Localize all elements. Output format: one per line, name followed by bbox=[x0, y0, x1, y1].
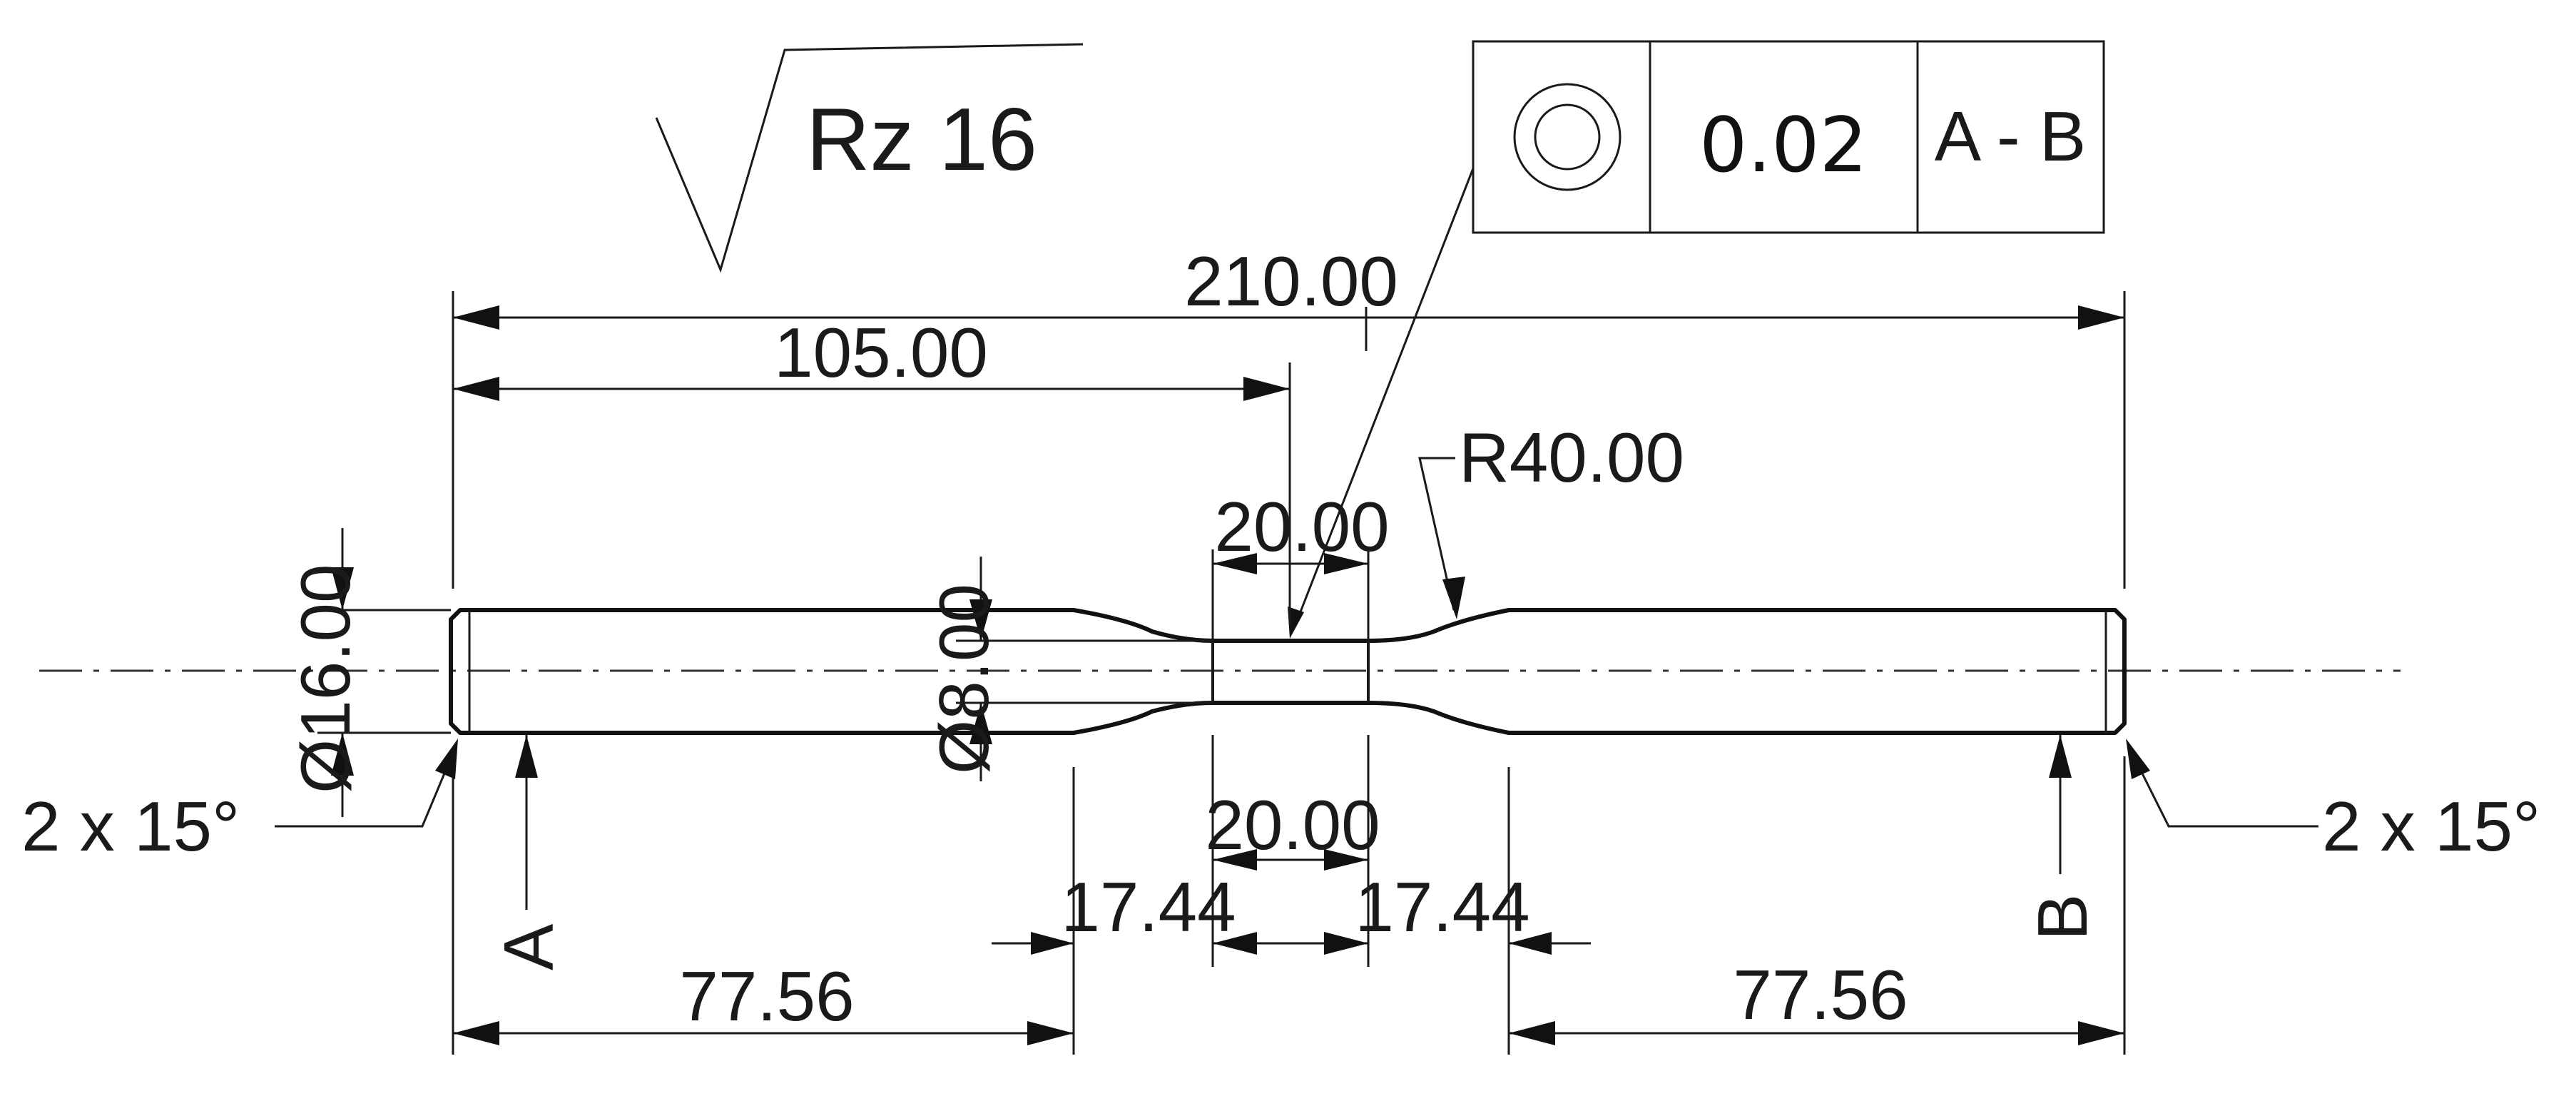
dim-diameter-neck: Ø8.00 bbox=[925, 557, 1003, 781]
dim-diameter-shank: Ø16.00 bbox=[286, 528, 365, 817]
chamfer-callout-left: 2 x 15° bbox=[21, 739, 458, 866]
chamfer-left-label: 2 x 15° bbox=[21, 787, 240, 866]
chamfer-right-label: 2 x 15° bbox=[2322, 787, 2540, 866]
dim-neck-length-top-label: 20.00 bbox=[1214, 487, 1389, 566]
dim-transition-lengths: 17.44 17.44 bbox=[992, 868, 1591, 955]
dim-transition-left-label: 17.44 bbox=[1061, 868, 1236, 946]
dim-neck-length-bottom: 20.00 bbox=[1205, 786, 1380, 871]
feature-control-frame: 0.02 A - B bbox=[1472, 40, 2105, 234]
dim-half-length: 105.00 bbox=[453, 313, 1290, 401]
dim-diameter-neck-label: Ø8.00 bbox=[925, 584, 1003, 774]
surface-finish-symbol: Rz 16 bbox=[655, 43, 1084, 273]
dim-half-length-label: 105.00 bbox=[774, 313, 988, 392]
dim-fillet-radius: R40.00 bbox=[1418, 418, 1684, 619]
dim-overall-length: 210.00 bbox=[453, 242, 2124, 351]
dim-shank-left: 77.56 bbox=[453, 957, 1074, 1045]
datum-b-callout: B bbox=[2023, 735, 2102, 940]
part-contour bbox=[449, 608, 2127, 735]
datum-a-callout: A bbox=[489, 735, 568, 970]
concentricity-icon bbox=[1513, 83, 1622, 191]
fcf-leader-arrow bbox=[1288, 607, 1304, 639]
dim-shank-right-label: 77.56 bbox=[1733, 955, 1908, 1034]
dim-transition-right-label: 17.44 bbox=[1355, 868, 1529, 946]
dim-fillet-radius-label: R40.00 bbox=[1459, 418, 1684, 497]
chamfer-callout-right: 2 x 15° bbox=[2126, 739, 2540, 866]
fcf-leader bbox=[1288, 168, 1475, 639]
surface-finish-label: Rz 16 bbox=[806, 91, 1037, 189]
fcf-border bbox=[1472, 40, 2105, 234]
dim-shank-left-label: 77.56 bbox=[679, 957, 854, 1035]
dim-neck-length-top: 20.00 bbox=[1213, 487, 1390, 574]
dim-diameter-shank-label: Ø16.00 bbox=[286, 564, 365, 793]
extension-lines bbox=[317, 291, 2126, 1055]
dim-overall-length-label: 210.00 bbox=[1184, 242, 1398, 320]
dim-neck-length-bottom-label: 20.00 bbox=[1205, 786, 1380, 864]
datum-b-label: B bbox=[2023, 894, 2102, 940]
datum-a-label: A bbox=[489, 923, 568, 970]
fcf-datum-reference: A - B bbox=[1935, 97, 2086, 176]
part-outline bbox=[449, 608, 2127, 735]
surface-finish-check-mark bbox=[655, 43, 1084, 273]
fcf-tolerance-value: 0.02 bbox=[1699, 101, 1868, 189]
dim-shank-right: 77.56 bbox=[1509, 955, 2124, 1045]
